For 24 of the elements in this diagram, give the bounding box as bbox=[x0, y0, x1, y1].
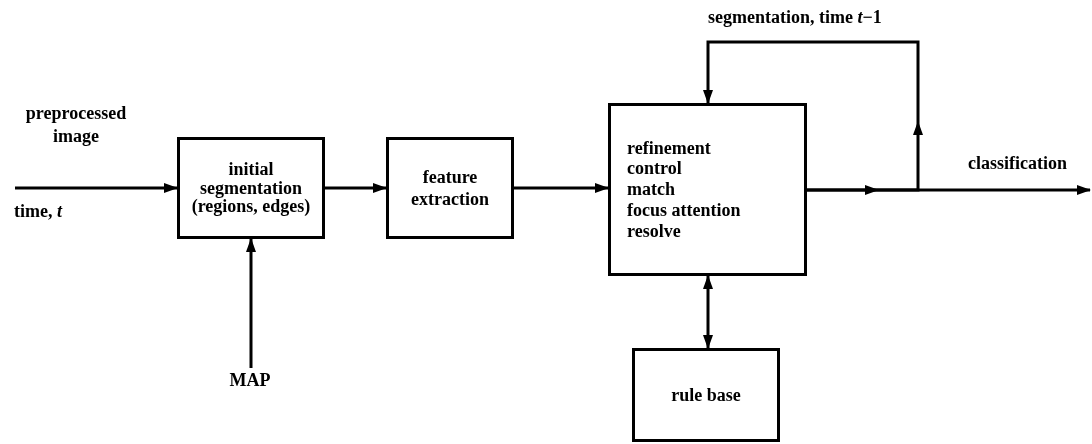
node-text: MAP bbox=[229, 368, 271, 392]
edge-label: classification bbox=[968, 152, 1067, 175]
arrow bbox=[703, 40, 923, 192]
node-text: focus attention bbox=[627, 199, 741, 221]
process-box bbox=[386, 137, 514, 239]
edge-label: preprocessed image bbox=[24, 102, 128, 147]
arrow bbox=[703, 275, 713, 349]
arrow bbox=[514, 183, 609, 193]
node-text: feature extraction bbox=[410, 165, 490, 211]
arrow bbox=[807, 185, 1091, 195]
process-box bbox=[177, 137, 325, 239]
process-box bbox=[608, 103, 807, 276]
node-text: match bbox=[627, 179, 675, 200]
arrow bbox=[15, 183, 178, 193]
edge-label: segmentation, time t−1 bbox=[708, 6, 882, 29]
arrow bbox=[246, 238, 256, 368]
node-text: initial segmentation (regions, edges) bbox=[190, 159, 312, 217]
arrow bbox=[325, 183, 387, 193]
signal-label: time, t bbox=[14, 200, 62, 223]
node-text: rule base bbox=[671, 383, 741, 407]
process-box bbox=[632, 348, 780, 442]
node-text: refinement bbox=[627, 137, 711, 159]
node-text: resolve bbox=[627, 220, 681, 242]
node-text: control bbox=[627, 158, 682, 180]
